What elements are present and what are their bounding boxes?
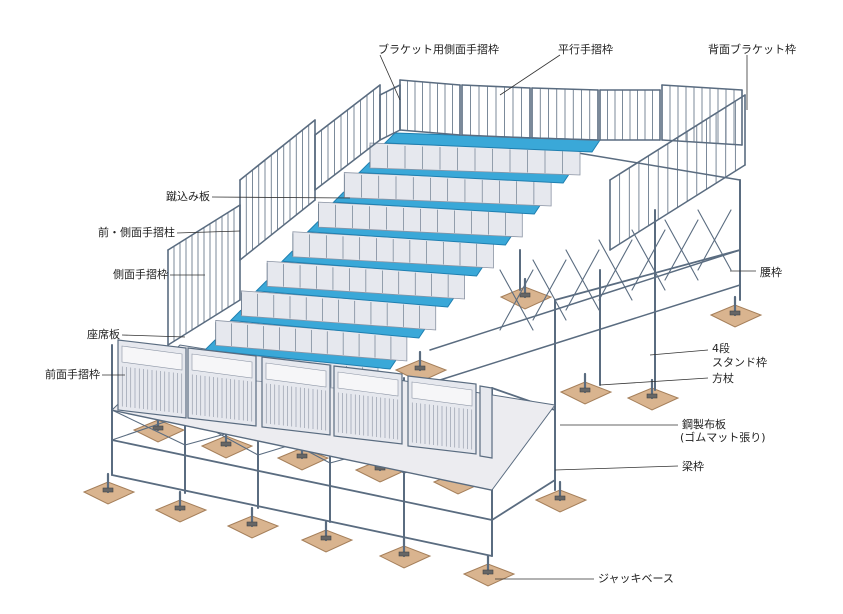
brace-pipe [565, 249, 600, 311]
jack-plate [482, 569, 494, 575]
jack-base-pad [626, 387, 680, 411]
label-stand-frame: スタンド枠 [712, 356, 767, 369]
label-steel-deck: 鋼製布板 [682, 418, 726, 431]
jack-base-pad [378, 545, 432, 569]
leader-line [379, 54, 401, 101]
jack-plate [296, 453, 308, 459]
brace-pipe [532, 259, 567, 321]
beam-pipe [111, 474, 493, 557]
beam-pipe [439, 284, 741, 381]
jack-base-pad [462, 563, 516, 587]
leader-line [499, 54, 561, 96]
handrails [167, 79, 746, 346]
jack-plate [102, 487, 114, 493]
beam-pipe [111, 439, 493, 521]
beam-pipe [429, 249, 741, 351]
label-brace: 方杖 [712, 372, 734, 385]
jack-plate [579, 387, 591, 393]
label-rubber-mat: (ゴムマット張り) [680, 431, 766, 444]
brace-pipe [631, 229, 666, 291]
jack-plate [174, 505, 186, 511]
label-kick-board: 蹴込み板 [166, 190, 210, 203]
jack-base-pad [154, 499, 208, 523]
jack-plate [414, 365, 426, 371]
jack-base-pad [200, 435, 254, 459]
front-rail-plate [121, 345, 183, 371]
label-front-rail: 前面手摺枠 [45, 368, 100, 381]
leader-line [649, 349, 709, 356]
label-side-rail: 側面手摺枠 [113, 268, 168, 281]
jack-plate [398, 551, 410, 557]
label-jack-base: ジャッキベース [598, 572, 674, 585]
front-rail-plate [411, 381, 473, 407]
jack-plate [554, 495, 566, 501]
side-rail-bottom [379, 129, 401, 141]
jack-base-pad [559, 381, 613, 405]
brace-pipe [664, 219, 699, 281]
label-parallel-rail: 平行手摺枠 [558, 43, 613, 56]
jack-plate [519, 292, 531, 298]
label-waist-frame: 腰枠 [760, 266, 782, 279]
brace-pipe [598, 239, 633, 301]
jack-base-pad [226, 515, 280, 539]
jack-base-pad [300, 529, 354, 553]
label-front-side-post: 前・側面手摺柱 [98, 226, 175, 239]
jack-base-pad [82, 481, 136, 505]
leader-line [599, 377, 709, 386]
beam-pipe [559, 149, 741, 181]
jack-plate [246, 521, 258, 527]
beam-pipe [554, 249, 741, 301]
leader-line [211, 196, 351, 199]
side-rail-top [379, 84, 401, 96]
label-four-step: 4段 [712, 342, 730, 355]
front-rail-plate [337, 371, 399, 397]
label-bracket-side-rail: ブラケット用側面手摺枠 [378, 43, 499, 56]
leader-line [176, 230, 241, 234]
cross-brace [111, 409, 186, 446]
stand-steps [189, 132, 601, 393]
label-seat-board: 座席板 [87, 328, 120, 341]
jack-plate [152, 425, 164, 431]
label-beam-frame: 梁枠 [682, 460, 704, 473]
brace-pipe [697, 209, 732, 271]
label-back-bracket: 背面ブラケット枠 [708, 43, 796, 56]
jack-plate [646, 393, 658, 399]
beam-pipe [491, 479, 556, 521]
leader-line [554, 465, 679, 471]
jack-plate [320, 535, 332, 541]
front-rail-plate [191, 353, 253, 379]
brace-pipe [499, 269, 534, 331]
jack-base-pad [709, 304, 763, 328]
leader-line [121, 334, 186, 338]
jack-plate [729, 310, 741, 316]
jack-base-pad [534, 489, 588, 513]
jack-base-pad [499, 286, 553, 310]
front-rail-panel [479, 385, 493, 459]
front-rail-plate [265, 362, 327, 388]
front-handrail-panels [117, 339, 493, 459]
leader-lines [102, 54, 756, 580]
jack-plate [220, 441, 232, 447]
